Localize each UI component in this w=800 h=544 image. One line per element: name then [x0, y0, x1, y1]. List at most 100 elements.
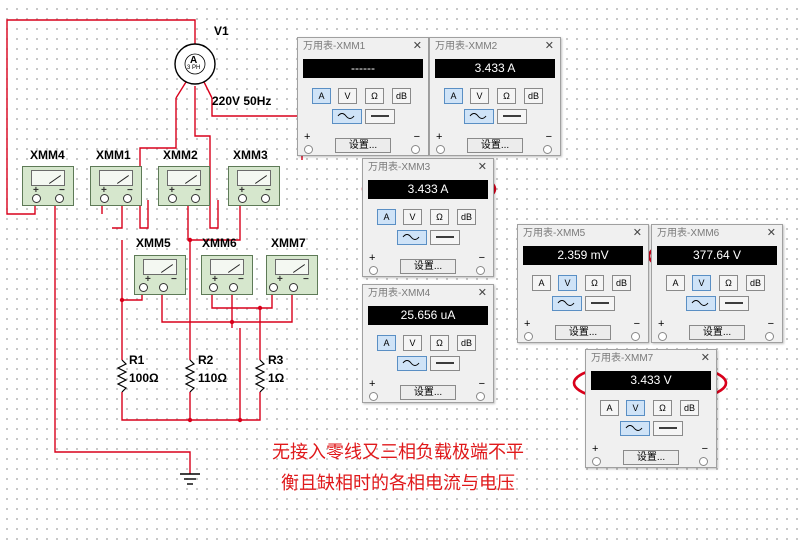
- mode-v-button[interactable]: V: [338, 88, 357, 104]
- plus-terminal-icon[interactable]: [304, 145, 313, 154]
- minus-terminal-icon[interactable]: [699, 457, 708, 466]
- dc-wave-button[interactable]: [719, 296, 749, 311]
- dc-wave-button[interactable]: [497, 109, 527, 124]
- close-icon[interactable]: ✕: [544, 40, 554, 52]
- ac-wave-button[interactable]: [397, 230, 427, 245]
- xmm6-meter-icon[interactable]: + −: [201, 255, 253, 295]
- xmm5-meter-icon[interactable]: + −: [134, 255, 186, 295]
- mode-ohm-button[interactable]: Ω: [719, 275, 738, 291]
- terminal-icon[interactable]: [123, 194, 132, 203]
- multimeter-panel-xmm3[interactable]: 万用表-XMM3✕ 3.433 A A V Ω dB + − 设置...: [362, 158, 494, 277]
- panel-titlebar[interactable]: 万用表-XMM5✕: [518, 225, 648, 242]
- minus-terminal-icon[interactable]: [411, 145, 420, 154]
- terminal-icon[interactable]: [269, 283, 278, 292]
- mode-ohm-button[interactable]: Ω: [653, 400, 672, 416]
- mode-a-button[interactable]: A: [312, 88, 331, 104]
- mode-db-button[interactable]: dB: [680, 400, 699, 416]
- close-icon[interactable]: ✕: [700, 352, 710, 364]
- dc-wave-button[interactable]: [430, 356, 460, 371]
- mode-ohm-button[interactable]: Ω: [585, 275, 604, 291]
- terminal-icon[interactable]: [191, 194, 200, 203]
- multimeter-panel-xmm6[interactable]: 万用表-XMM6✕ 377.64 V A V Ω dB + − 设置...: [651, 224, 783, 343]
- mode-a-button[interactable]: A: [377, 335, 396, 351]
- mode-ohm-button[interactable]: Ω: [497, 88, 516, 104]
- mode-a-button[interactable]: A: [377, 209, 396, 225]
- plus-terminal-icon[interactable]: [592, 457, 601, 466]
- ac-wave-button[interactable]: [464, 109, 494, 124]
- panel-titlebar[interactable]: 万用表-XMM6✕: [652, 225, 782, 242]
- close-icon[interactable]: ✕: [477, 287, 487, 299]
- plus-terminal-icon[interactable]: [658, 332, 667, 341]
- mode-a-button[interactable]: A: [600, 400, 619, 416]
- multimeter-panel-xmm7[interactable]: 万用表-XMM7✕ 3.433 V A V Ω dB + − 设置...: [585, 349, 717, 468]
- terminal-icon[interactable]: [168, 194, 177, 203]
- xmm4-meter-icon[interactable]: + −: [22, 166, 74, 206]
- terminal-icon[interactable]: [209, 283, 218, 292]
- mode-v-button[interactable]: V: [403, 335, 422, 351]
- xmm3-meter-icon[interactable]: + −: [228, 166, 280, 206]
- dc-wave-button[interactable]: [585, 296, 615, 311]
- panel-titlebar[interactable]: 万用表-XMM7✕: [586, 350, 716, 367]
- ac-wave-button[interactable]: [552, 296, 582, 311]
- terminal-icon[interactable]: [139, 283, 148, 292]
- mode-v-button[interactable]: V: [692, 275, 711, 291]
- settings-button[interactable]: 设置...: [467, 138, 523, 153]
- terminal-icon[interactable]: [55, 194, 64, 203]
- mode-ohm-button[interactable]: Ω: [430, 335, 449, 351]
- terminal-icon[interactable]: [261, 194, 270, 203]
- minus-terminal-icon[interactable]: [631, 332, 640, 341]
- xmm2-meter-icon[interactable]: + −: [158, 166, 210, 206]
- minus-terminal-icon[interactable]: [543, 145, 552, 154]
- mode-a-button[interactable]: A: [666, 275, 685, 291]
- multimeter-panel-xmm5[interactable]: 万用表-XMM5✕ 2.359 mV A V Ω dB + − 设置...: [517, 224, 649, 343]
- minus-terminal-icon[interactable]: [476, 266, 485, 275]
- settings-button[interactable]: 设置...: [689, 325, 745, 340]
- xmm1-meter-icon[interactable]: + −: [90, 166, 142, 206]
- multimeter-panel-xmm2[interactable]: 万用表-XMM2✕ 3.433 A A V Ω dB + − 设置...: [429, 37, 561, 156]
- mode-db-button[interactable]: dB: [524, 88, 543, 104]
- terminal-icon[interactable]: [289, 283, 298, 292]
- close-icon[interactable]: ✕: [632, 227, 642, 239]
- plus-terminal-icon[interactable]: [369, 266, 378, 275]
- ac-wave-button[interactable]: [620, 421, 650, 436]
- panel-titlebar[interactable]: 万用表-XMM1✕: [298, 38, 428, 55]
- mode-a-button[interactable]: A: [532, 275, 551, 291]
- panel-titlebar[interactable]: 万用表-XMM4✕: [363, 285, 493, 302]
- settings-button[interactable]: 设置...: [623, 450, 679, 465]
- terminal-icon[interactable]: [159, 283, 168, 292]
- plus-terminal-icon[interactable]: [369, 392, 378, 401]
- mode-v-button[interactable]: V: [403, 209, 422, 225]
- panel-titlebar[interactable]: 万用表-XMM3✕: [363, 159, 493, 176]
- mode-v-button[interactable]: V: [558, 275, 577, 291]
- close-icon[interactable]: ✕: [766, 227, 776, 239]
- terminal-icon[interactable]: [238, 194, 247, 203]
- ac-wave-button[interactable]: [686, 296, 716, 311]
- mode-db-button[interactable]: dB: [457, 335, 476, 351]
- dc-wave-button[interactable]: [365, 109, 395, 124]
- terminal-icon[interactable]: [229, 283, 238, 292]
- plus-terminal-icon[interactable]: [524, 332, 533, 341]
- close-icon[interactable]: ✕: [412, 40, 422, 52]
- terminal-icon[interactable]: [32, 194, 41, 203]
- multimeter-panel-xmm4[interactable]: 万用表-XMM4✕ 25.656 uA A V Ω dB + − 设置...: [362, 284, 494, 403]
- settings-button[interactable]: 设置...: [400, 385, 456, 400]
- dc-wave-button[interactable]: [653, 421, 683, 436]
- multimeter-panel-xmm1[interactable]: 万用表-XMM1✕ ------ A V Ω dB + − 设置...: [297, 37, 429, 156]
- minus-terminal-icon[interactable]: [476, 392, 485, 401]
- settings-button[interactable]: 设置...: [400, 259, 456, 274]
- mode-db-button[interactable]: dB: [392, 88, 411, 104]
- dc-wave-button[interactable]: [430, 230, 460, 245]
- mode-ohm-button[interactable]: Ω: [430, 209, 449, 225]
- mode-db-button[interactable]: dB: [457, 209, 476, 225]
- mode-v-button[interactable]: V: [470, 88, 489, 104]
- ac-wave-button[interactable]: [397, 356, 427, 371]
- mode-v-button[interactable]: V: [626, 400, 645, 416]
- panel-titlebar[interactable]: 万用表-XMM2✕: [430, 38, 560, 55]
- terminal-icon[interactable]: [100, 194, 109, 203]
- ac-wave-button[interactable]: [332, 109, 362, 124]
- minus-terminal-icon[interactable]: [765, 332, 774, 341]
- mode-a-button[interactable]: A: [444, 88, 463, 104]
- close-icon[interactable]: ✕: [477, 161, 487, 173]
- mode-ohm-button[interactable]: Ω: [365, 88, 384, 104]
- plus-terminal-icon[interactable]: [436, 145, 445, 154]
